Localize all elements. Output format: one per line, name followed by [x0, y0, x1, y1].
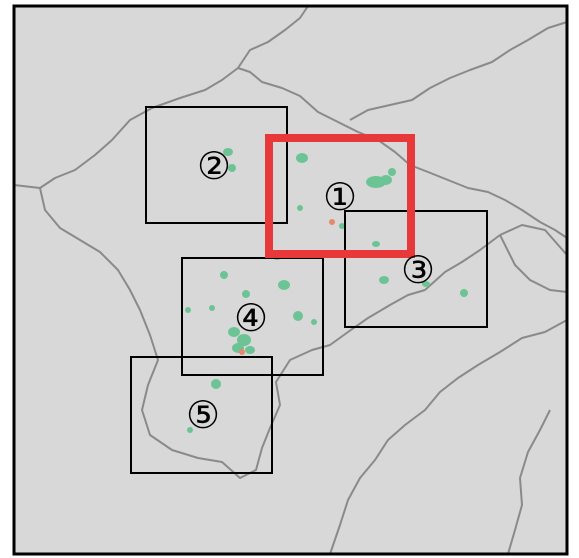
region-box-4	[181, 257, 324, 376]
site-marker	[187, 427, 193, 433]
site-marker	[228, 327, 240, 337]
admin-borders	[13, 5, 568, 555]
site-marker	[293, 311, 303, 321]
site-marker	[372, 241, 380, 247]
site-marker-accent	[239, 349, 245, 355]
site-marker	[237, 334, 251, 346]
site-marker	[242, 290, 250, 298]
site-marker	[245, 346, 255, 354]
region-label-3: ③	[401, 248, 435, 292]
site-marker	[460, 289, 468, 297]
site-markers	[185, 148, 468, 433]
region-label-5: ⑤	[186, 393, 220, 437]
site-marker	[228, 164, 236, 172]
region-label-4: ④	[234, 296, 268, 340]
region-label-2: ②	[197, 144, 231, 188]
site-marker	[220, 271, 228, 279]
site-marker	[185, 307, 191, 313]
border-line	[13, 67, 568, 239]
border-line	[507, 409, 551, 555]
site-marker	[296, 153, 308, 163]
site-marker	[211, 379, 221, 389]
region-box-5	[130, 356, 273, 474]
site-marker-accent	[329, 219, 335, 225]
region-box-1-highlight	[265, 134, 415, 258]
region-label-1: ①	[323, 175, 357, 219]
site-marker	[379, 276, 389, 284]
site-marker	[311, 319, 317, 325]
border-line	[349, 21, 568, 121]
border-line	[424, 224, 568, 291]
border-line	[499, 234, 568, 293]
site-markers-accent	[239, 219, 335, 355]
region-box-2	[145, 106, 288, 224]
site-marker	[223, 148, 233, 156]
site-marker	[380, 175, 392, 185]
site-marker	[339, 223, 345, 229]
site-marker	[297, 205, 303, 211]
map-background	[14, 6, 567, 554]
border-line	[39, 187, 426, 479]
site-marker	[422, 281, 430, 287]
border-line	[329, 319, 568, 555]
site-marker	[388, 168, 396, 176]
region-box-3	[344, 210, 488, 328]
map-frame	[12, 4, 569, 556]
border-line	[237, 5, 309, 69]
site-marker	[209, 305, 215, 311]
region-boxes	[130, 106, 488, 474]
site-marker	[278, 280, 290, 290]
